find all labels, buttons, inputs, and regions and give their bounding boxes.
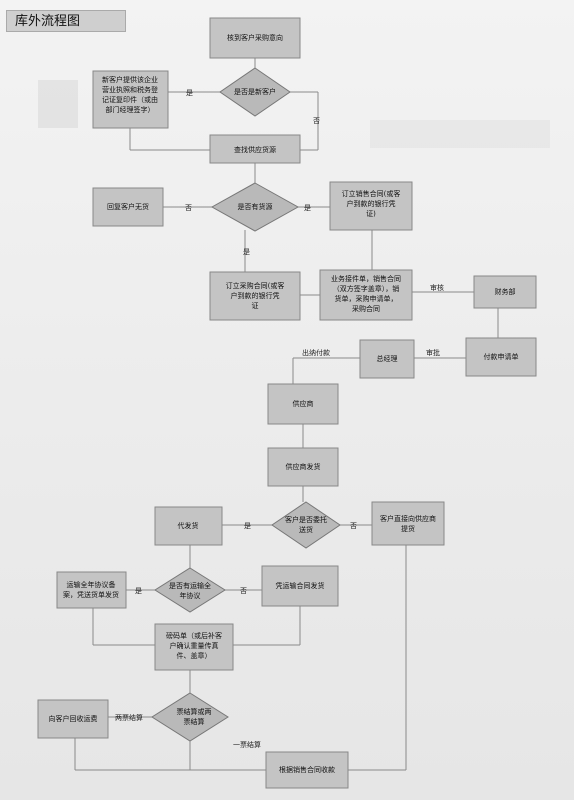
node-general-manager: 总经理 — [359, 339, 415, 379]
svg-text:财务部: 财务部 — [495, 287, 516, 296]
connectors — [74, 58, 499, 771]
svg-text:供应商: 供应商 — [293, 399, 314, 408]
node-agent-ship: 代发货 — [154, 506, 223, 546]
node-collect-payment: 根据销售合同收款 — [265, 751, 349, 789]
node-finance-dept: 财务部 — [473, 275, 537, 309]
svg-text:根据销售合同收款: 根据销售合同收款 — [279, 765, 335, 774]
label-no: 否 — [185, 204, 192, 212]
svg-text:户确认重量传真: 户确认重量传真 — [170, 641, 219, 650]
svg-text:件、盖章）: 件、盖章） — [177, 651, 212, 660]
svg-text:新客户提供该企业: 新客户提供该企业 — [102, 75, 158, 84]
node-business-order: 业务接件单，销售合同 （双方签字盖章），销 货单，采购申请单， 采购合同 — [319, 269, 413, 321]
svg-text:凭运输合同发货: 凭运输合同发货 — [276, 581, 325, 590]
svg-text:票结算: 票结算 — [184, 717, 205, 726]
node-payment-request: 付款申请单 — [465, 337, 537, 377]
page-title: 库外流程图 — [6, 10, 126, 32]
svg-text:客户直接向供应商: 客户直接向供应商 — [380, 514, 436, 523]
svg-text:案，凭送货单发货: 案，凭送货单发货 — [63, 590, 119, 599]
node-collect-freight: 向客户回收运费 — [37, 699, 109, 739]
node-find-supply: 查找供应货源 — [209, 134, 301, 164]
svg-text:采购合同: 采购合同 — [352, 304, 380, 313]
decision-settlement: 票结算或两 票结算 — [151, 692, 229, 742]
node-receive-intent: 核到客户采购意向 — [209, 17, 301, 59]
node-sales-contract: 订立销售合同(或客 户到款的银行凭 证) — [329, 181, 413, 231]
svg-text:核到客户采购意向: 核到客户采购意向 — [227, 33, 283, 42]
svg-text:证): 证) — [366, 210, 376, 218]
label-cashier-pay: 出纳付款 — [302, 348, 330, 357]
svg-text:磅码单（或后补客: 磅码单（或后补客 — [166, 631, 222, 640]
label-yes: 是 — [243, 248, 250, 256]
svg-text:是否有运输全: 是否有运输全 — [169, 581, 211, 590]
label-yes: 是 — [304, 204, 311, 212]
scan-smudge — [38, 80, 78, 128]
label-no: 否 — [313, 117, 320, 125]
svg-text:向客户回收运费: 向客户回收运费 — [49, 714, 98, 723]
node-new-customer-docs: 新客户提供该企业 营业执照和税务登 记证复印件（或由 部门经理签字） — [92, 70, 169, 129]
svg-text:总经理: 总经理 — [377, 354, 398, 363]
svg-text:（双方签字盖章），销: （双方签字盖章），销 — [333, 284, 400, 293]
svg-text:运输全年协议备: 运输全年协议备 — [67, 580, 116, 589]
svg-text:供应商发货: 供应商发货 — [286, 462, 321, 471]
svg-text:户到款的银行凭: 户到款的银行凭 — [347, 199, 396, 208]
node-agreement-ship: 运输全年协议备 案，凭送货单发货 — [56, 571, 127, 609]
scan-smudge — [370, 120, 550, 148]
svg-text:票结算或两: 票结算或两 — [177, 707, 212, 716]
svg-text:是否有货源: 是否有货源 — [238, 202, 273, 211]
svg-text:查找供应货源: 查找供应货源 — [234, 145, 276, 154]
svg-text:订立采购合同(或客: 订立采购合同(或客 — [226, 281, 285, 290]
label-yes: 是 — [244, 522, 251, 530]
decision-is-new-customer: 是否是新客户 — [219, 67, 291, 117]
label-two-ticket: 两票结算 — [115, 713, 143, 722]
node-purchase-contract: 订立采购合同(或客 户到款的银行凭 证 — [209, 271, 301, 321]
svg-text:年协议: 年协议 — [180, 591, 201, 600]
label-approve: 审批 — [426, 348, 440, 357]
svg-text:付款申请单: 付款申请单 — [484, 352, 519, 361]
node-contract-ship: 凭运输合同发货 — [261, 565, 339, 607]
node-supplier: 供应商 — [267, 383, 339, 425]
svg-text:订立销售合同(或客: 订立销售合同(或客 — [342, 189, 401, 198]
node-supplier-ship: 供应商发货 — [267, 447, 339, 487]
node-reply-no-stock: 回复客户无货 — [92, 187, 164, 227]
label-one-ticket: 一票结算 — [233, 740, 261, 749]
svg-text:提货: 提货 — [401, 524, 415, 533]
node-customer-pickup: 客户直接向供应商 提货 — [371, 501, 445, 546]
svg-text:货单，采购申请单，: 货单，采购申请单， — [335, 294, 398, 303]
decision-has-supply: 是否有货源 — [210, 182, 300, 232]
svg-text:回复客户无货: 回复客户无货 — [107, 202, 149, 211]
label-yes: 是 — [135, 587, 142, 595]
decision-customer-entrust: 客户是否委托 送货 — [271, 501, 341, 549]
svg-text:是否是新客户: 是否是新客户 — [234, 87, 276, 96]
label-yes: 是 — [186, 89, 193, 97]
svg-text:证: 证 — [252, 302, 259, 310]
label-audit: 审核 — [430, 283, 444, 292]
label-no: 否 — [240, 587, 247, 595]
svg-text:营业执照和税务登: 营业执照和税务登 — [102, 85, 158, 94]
svg-text:部门经理签字）: 部门经理签字） — [106, 105, 155, 114]
decision-annual-agreement: 是否有运输全 年协议 — [154, 567, 226, 613]
svg-text:代发货: 代发货 — [178, 521, 199, 530]
node-weigh-slip: 磅码单（或后补客 户确认重量传真 件、盖章） — [154, 623, 234, 671]
svg-text:送货: 送货 — [299, 525, 313, 534]
label-no: 否 — [350, 522, 357, 530]
svg-text:记证复印件（或由: 记证复印件（或由 — [102, 95, 158, 104]
svg-text:业务接件单，销售合同: 业务接件单，销售合同 — [331, 274, 401, 283]
svg-text:户到款的银行凭: 户到款的银行凭 — [231, 291, 280, 300]
svg-text:客户是否委托: 客户是否委托 — [285, 515, 327, 524]
